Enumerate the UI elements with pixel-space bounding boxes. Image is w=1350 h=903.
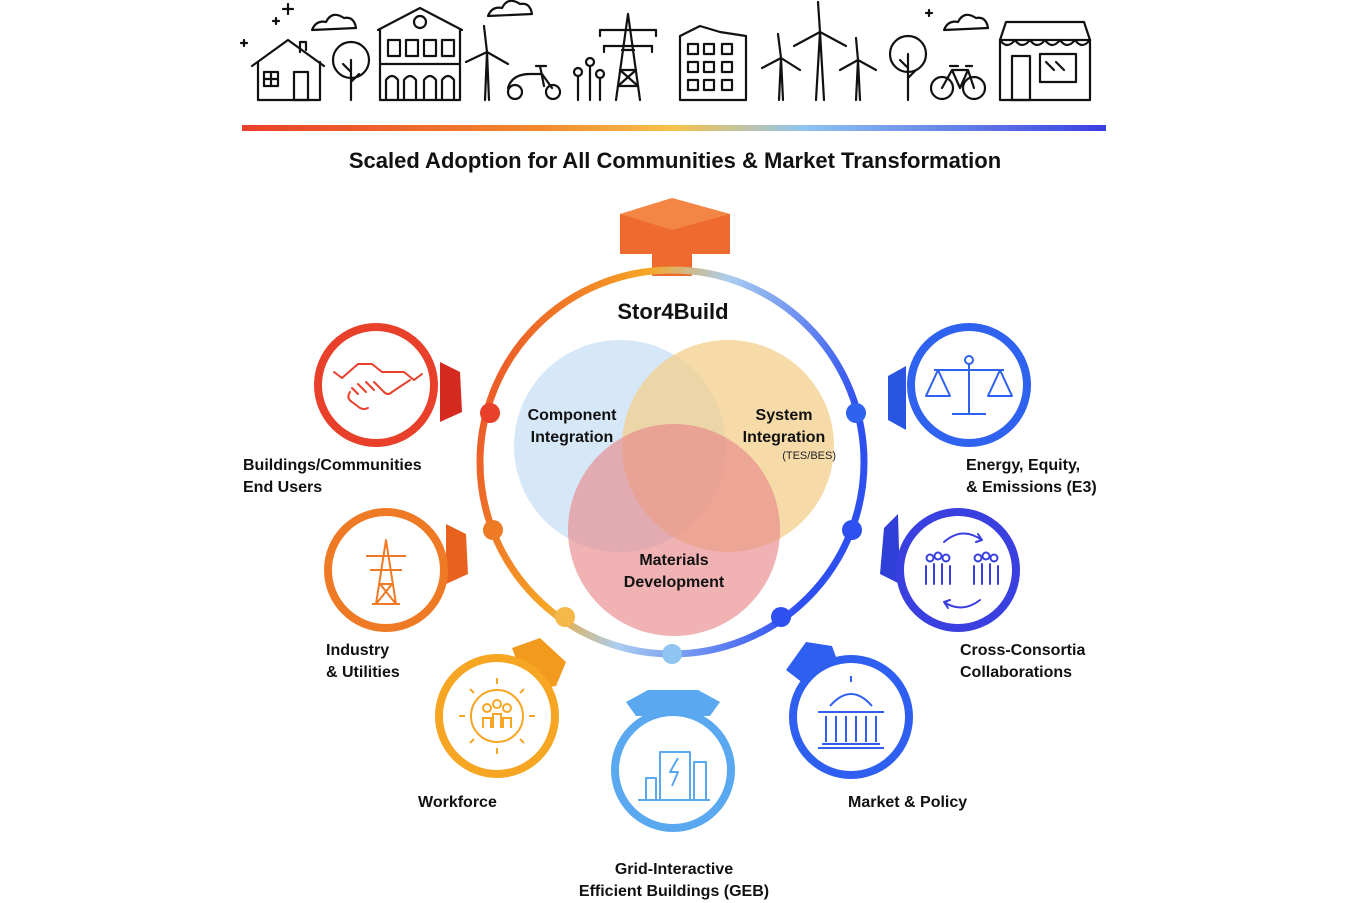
capitol-icon xyxy=(818,676,884,749)
node-workforce xyxy=(435,638,566,778)
label-e3-line-1: Energy, Equity, xyxy=(966,457,1081,474)
label-market: Market & Policy xyxy=(848,792,967,814)
gear-people-icon xyxy=(459,678,535,754)
label-workforce-line-1: Workforce xyxy=(418,794,497,811)
label-geb: Grid-Interactive Efficient Buildings (GE… xyxy=(574,859,774,903)
apartment-icon xyxy=(678,24,748,102)
node-e3 xyxy=(888,323,1031,447)
label-e3: Energy, Equity, & Emissions (E3) xyxy=(966,455,1097,499)
scooter-icon xyxy=(506,64,562,101)
node-industry xyxy=(324,508,468,632)
up-arrow-icon xyxy=(620,198,730,276)
label-industry-line-1: Industry xyxy=(326,642,390,659)
power-tower-icon xyxy=(598,12,658,102)
venn-materials-label: Materials Development xyxy=(614,550,734,594)
venn-component-line-2: Integration xyxy=(530,429,614,446)
node-geb xyxy=(611,690,735,832)
wind-turbine-icon xyxy=(464,24,510,102)
venn-materials-line-2: Development xyxy=(623,574,725,591)
label-workforce: Workforce xyxy=(418,792,497,814)
skyline-illustration xyxy=(239,0,1092,102)
venn-component-label: Component Integration xyxy=(512,405,632,449)
label-buildings-line-2: End Users xyxy=(243,479,323,496)
collaboration-icon xyxy=(925,532,999,609)
sparkle-icon xyxy=(239,2,934,48)
label-market-line-1: Market & Policy xyxy=(848,794,968,811)
center-title: Stor4Build xyxy=(617,299,729,324)
cloud-icon xyxy=(310,13,358,32)
house-icon xyxy=(250,38,326,102)
scales-icon xyxy=(925,355,1013,415)
venn-component-line-1: Component xyxy=(527,407,617,424)
venn-materials-circle xyxy=(568,424,780,636)
label-cross-line-2: Collaborations xyxy=(960,664,1073,681)
building-bolt-icon xyxy=(638,751,710,801)
label-industry: Industry & Utilities xyxy=(326,640,400,684)
shop-icon xyxy=(998,20,1092,102)
venn-system-line-1: System xyxy=(755,407,813,424)
venn-materials-line-1: Materials xyxy=(639,552,709,569)
bicycle-icon xyxy=(929,64,987,101)
label-industry-line-2: & Utilities xyxy=(326,664,400,681)
venn-system-label: System Integration (TES/BES) xyxy=(724,405,844,463)
venn-diagram xyxy=(514,340,834,636)
venn-system-line-2: Integration xyxy=(742,429,826,446)
tree-icon xyxy=(331,40,371,102)
flowers-icon xyxy=(572,56,606,102)
node-cross xyxy=(880,508,1020,632)
ring-connector-dots xyxy=(480,403,866,664)
node-buildings xyxy=(314,323,462,447)
label-cross-line-1: Cross-Consortia xyxy=(960,642,1086,659)
label-buildings: Buildings/Communities End Users xyxy=(243,455,422,499)
town-hall-icon xyxy=(376,6,464,102)
wind-turbines-icon xyxy=(760,0,878,102)
label-buildings-line-1: Buildings/Communities xyxy=(243,457,422,474)
tree-icon xyxy=(888,34,928,102)
label-geb-line-2: Efficient Buildings (GEB) xyxy=(578,883,770,900)
venn-system-sub: (TES/BES) xyxy=(782,450,836,462)
label-cross: Cross-Consortia Collaborations xyxy=(960,640,1085,684)
label-geb-line-1: Grid-Interactive xyxy=(614,861,734,878)
label-e3-line-2: & Emissions (E3) xyxy=(966,479,1097,496)
node-market xyxy=(786,642,913,779)
gradient-divider xyxy=(242,125,1106,131)
power-tower-icon xyxy=(366,539,406,605)
diagram-title: Scaled Adoption for All Communities & Ma… xyxy=(348,148,1002,173)
handshake-icon xyxy=(333,363,423,410)
